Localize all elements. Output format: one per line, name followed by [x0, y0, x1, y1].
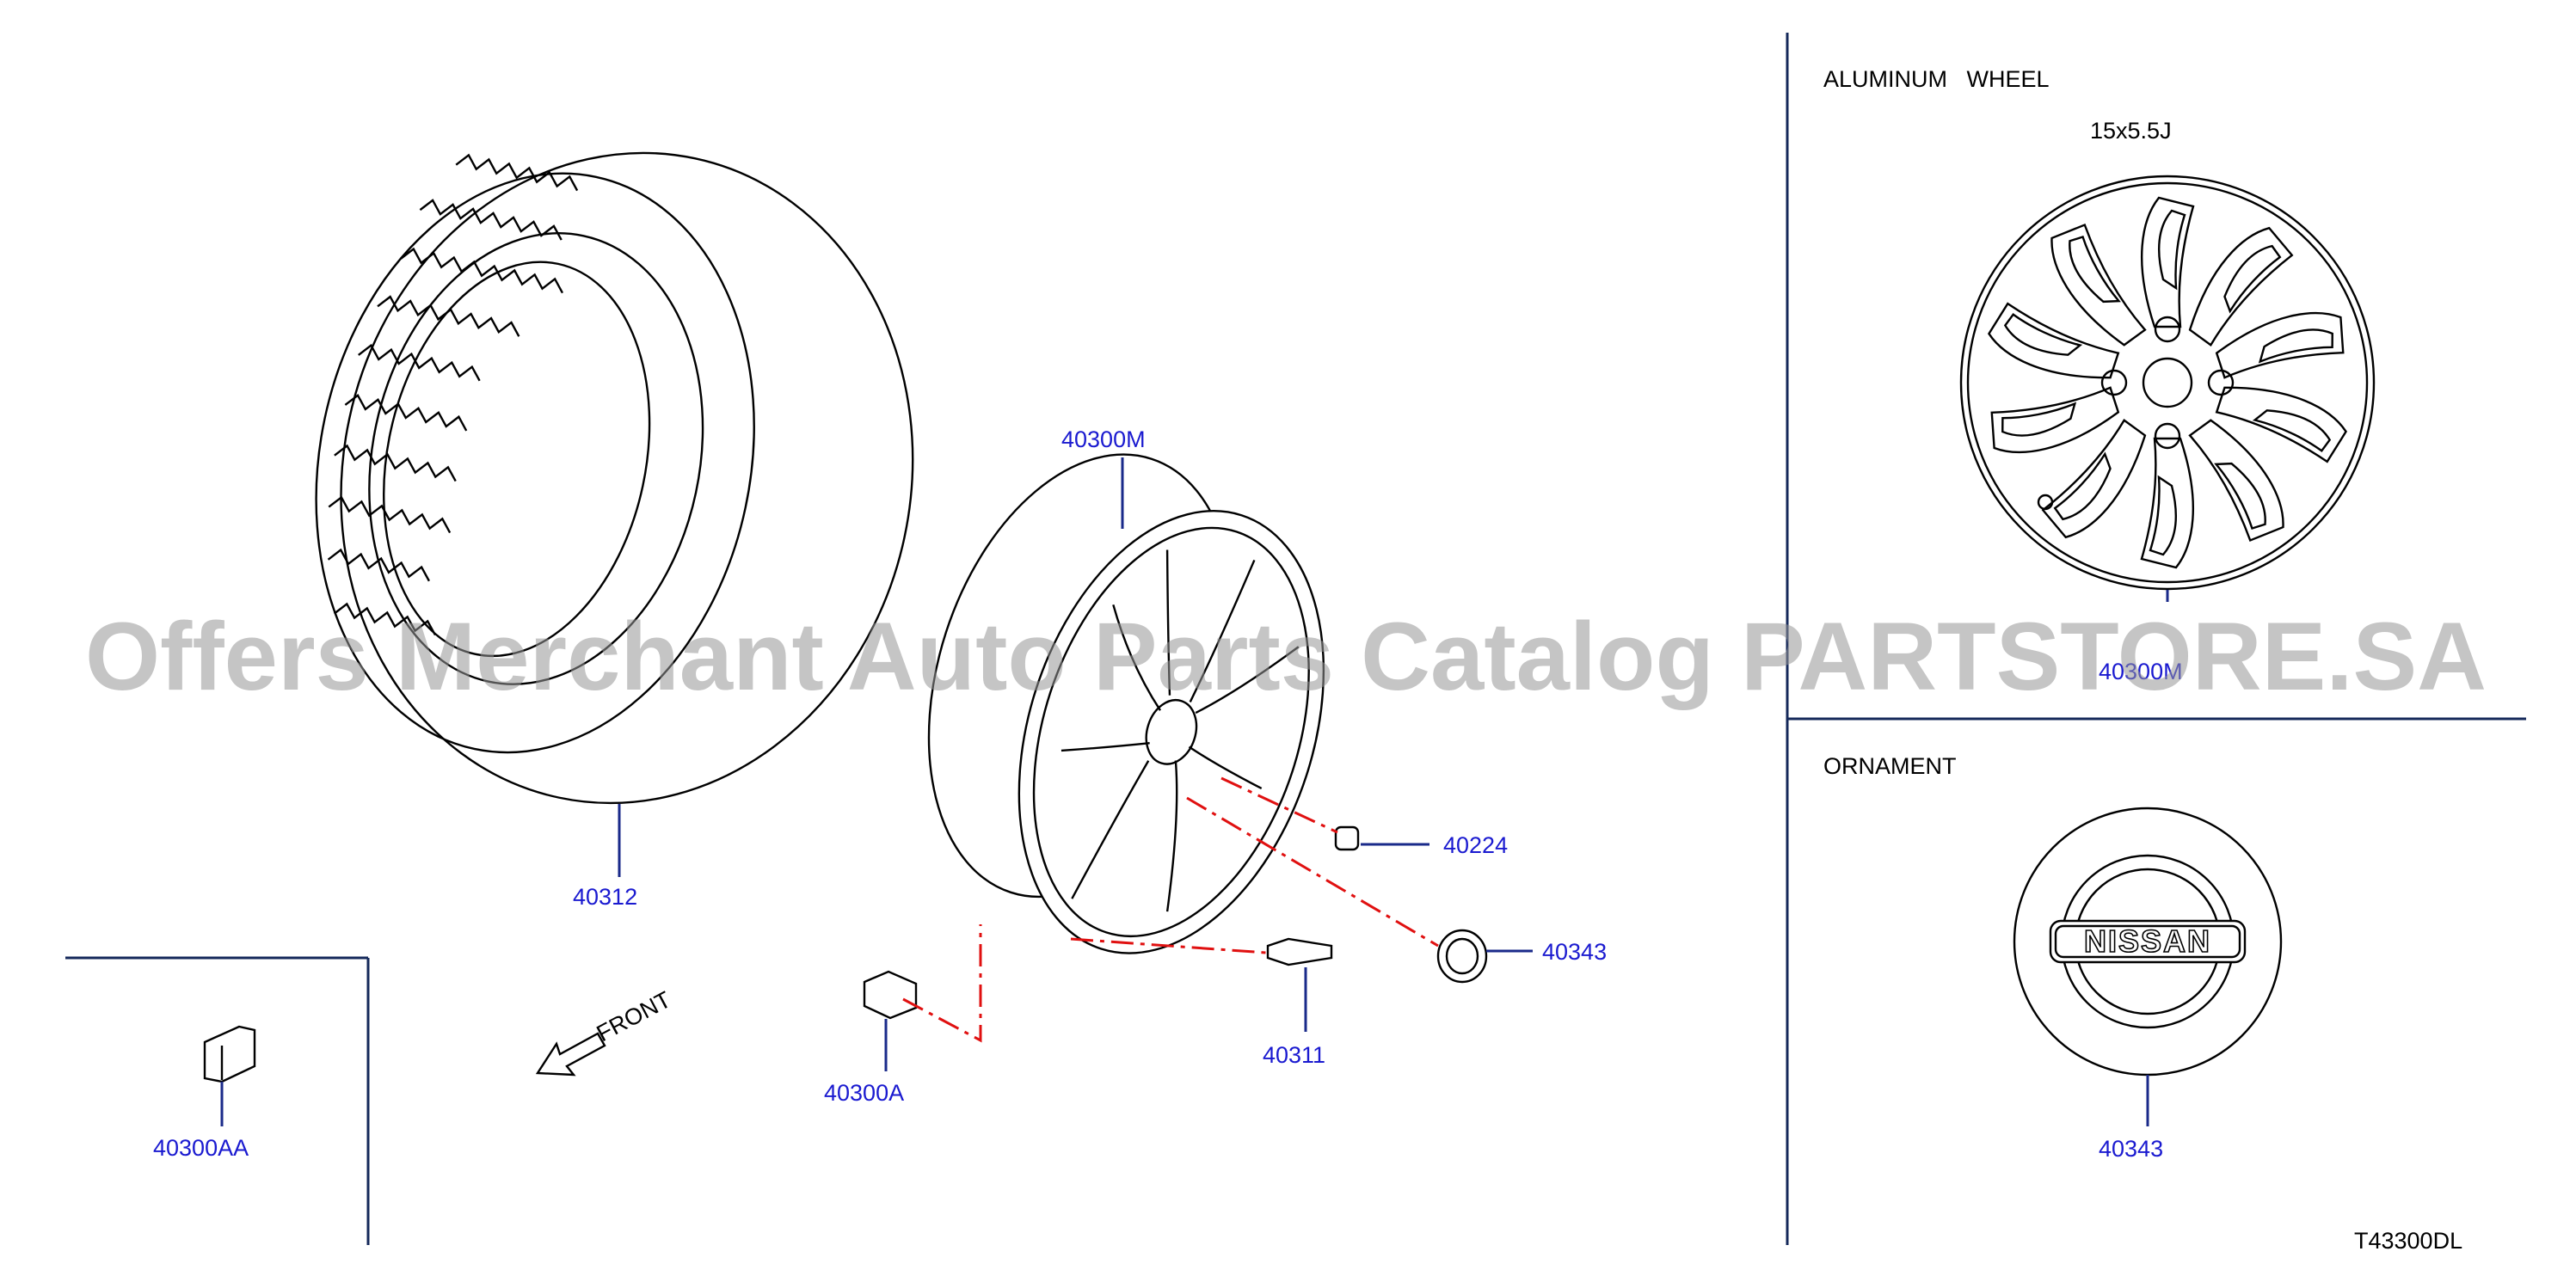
pressure-sensor-alt-part[interactable]: [203, 1025, 256, 1126]
wheel-illustration[interactable]: [868, 415, 1385, 993]
aluminum-wheel-part-label[interactable]: 40300M: [2099, 659, 2183, 684]
assembly-lines: [902, 776, 1439, 1043]
tire-illustration[interactable]: [258, 95, 973, 877]
part-label-tire[interactable]: 40312: [573, 884, 637, 910]
ornament-detail[interactable]: [2013, 807, 2283, 1126]
part-label-sensor[interactable]: 40300A: [824, 1080, 904, 1106]
section-dividers: [65, 33, 2526, 1245]
part-label-wheel[interactable]: 40300M: [1061, 426, 1146, 452]
aluminum-wheel-detail[interactable]: [1959, 175, 2376, 602]
valve-stem-part[interactable]: [1266, 937, 1333, 1032]
pressure-sensor-part[interactable]: [863, 970, 918, 1071]
aluminum-wheel-size: 15x5.5J: [2090, 118, 2172, 144]
diagram-code: T43300DL: [2354, 1228, 2462, 1254]
part-label-ornament[interactable]: 40343: [1542, 939, 1607, 965]
nissan-emblem-text: NISSAN: [2084, 923, 2211, 959]
part-label-valve[interactable]: 40311: [1263, 1042, 1325, 1068]
ornament-cap-part[interactable]: [1436, 929, 1533, 984]
ornament-title: ORNAMENT: [1823, 753, 1957, 779]
watermark: Offers Merchant Auto Parts Catalog PARTS…: [85, 603, 2487, 710]
wheel-nut-part[interactable]: [1334, 825, 1429, 851]
aluminum-wheel-title: ALUMINUM WHEEL: [1823, 66, 2050, 92]
part-label-nut[interactable]: 40224: [1443, 832, 1508, 858]
front-direction-arrow: [535, 1032, 606, 1077]
ornament-part-label[interactable]: 40343: [2099, 1136, 2163, 1162]
front-label: FRONT: [593, 986, 675, 1046]
part-label-sensor-alt[interactable]: 40300AA: [153, 1135, 249, 1161]
